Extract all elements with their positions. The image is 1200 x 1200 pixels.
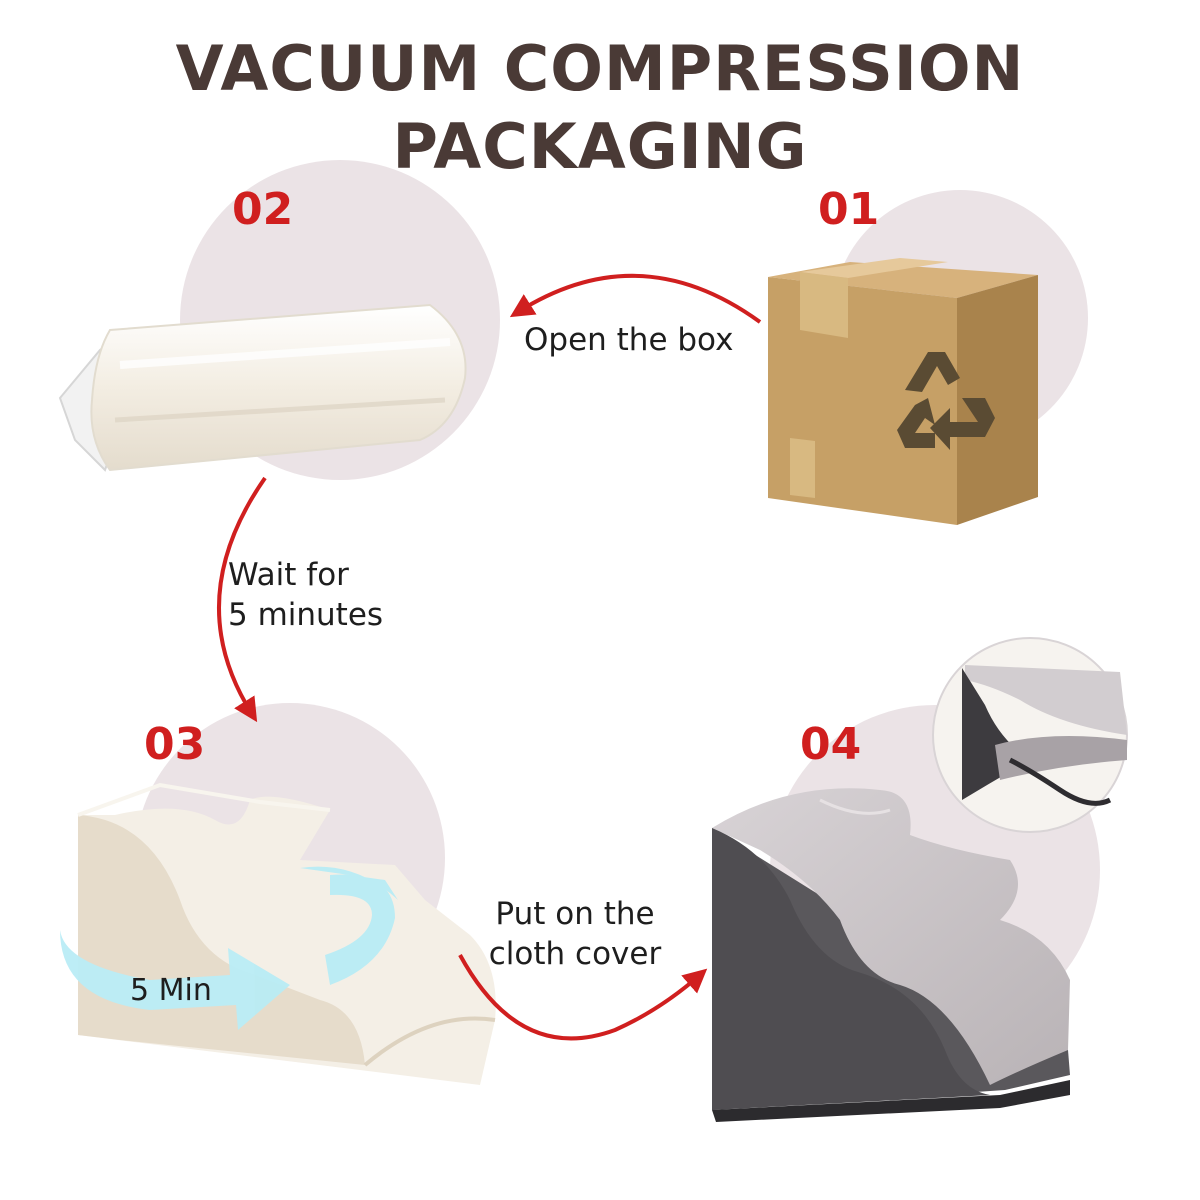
step-03-caption: Put on the cloth cover <box>470 894 680 974</box>
step-03-caption-line-1: Put on the <box>495 896 655 932</box>
title-line-1: VACUUM COMPRESSION <box>175 32 1025 105</box>
page-title: VACUUM COMPRESSION PACKAGING <box>0 30 1200 186</box>
arrow-step2-to-step3 <box>217 476 267 723</box>
step-02-caption-line-1: Wait for <box>228 557 349 593</box>
covered-stairs-icon <box>712 788 1070 1122</box>
step-03-caption-line-2: cloth cover <box>488 936 662 972</box>
title-line-2: PACKAGING <box>392 110 808 183</box>
step-01-caption: Open the box <box>524 322 734 358</box>
step-03-number: 03 <box>144 719 206 770</box>
step-02-caption-line-2: 5 minutes <box>228 597 384 633</box>
step-02-number: 02 <box>232 184 294 235</box>
cardboard-box-icon <box>768 258 1038 525</box>
zipper-detail-inset <box>932 637 1128 833</box>
step-02-caption: Wait for 5 minutes <box>228 555 383 635</box>
timer-label: 5 Min <box>130 973 212 1008</box>
circular-timer-arrow-icon <box>60 866 398 1030</box>
arrow-step3-to-step4 <box>458 954 708 1041</box>
step-01-number: 01 <box>818 184 880 235</box>
step-04-number: 04 <box>800 719 862 770</box>
rolled-foam-icon <box>58 303 467 472</box>
arrow-step1-to-step2 <box>509 273 762 324</box>
recycle-icon <box>897 352 995 450</box>
